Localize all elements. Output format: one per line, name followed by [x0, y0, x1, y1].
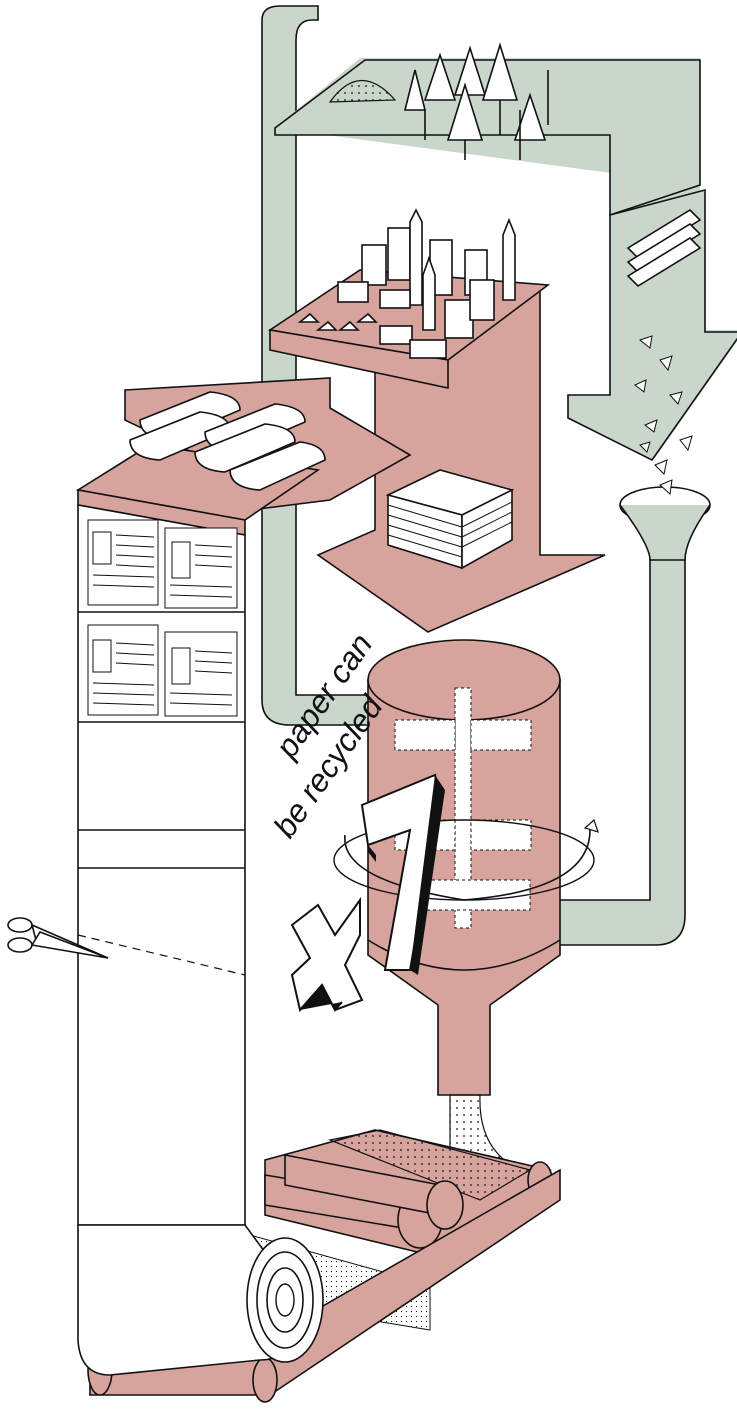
rolled-newspapers-icon [129, 391, 326, 491]
wood-chips-icon [634, 335, 693, 495]
scissors-icon [7, 917, 109, 959]
logs-icon [626, 208, 702, 288]
paper-roll-icon [77, 1224, 324, 1376]
factory-buildings-icon [297, 208, 516, 359]
newspaper-column [77, 504, 246, 1226]
multiplier-figure [290, 773, 445, 1013]
forest-icon [328, 42, 549, 160]
paper-stack-icon [385, 469, 515, 570]
